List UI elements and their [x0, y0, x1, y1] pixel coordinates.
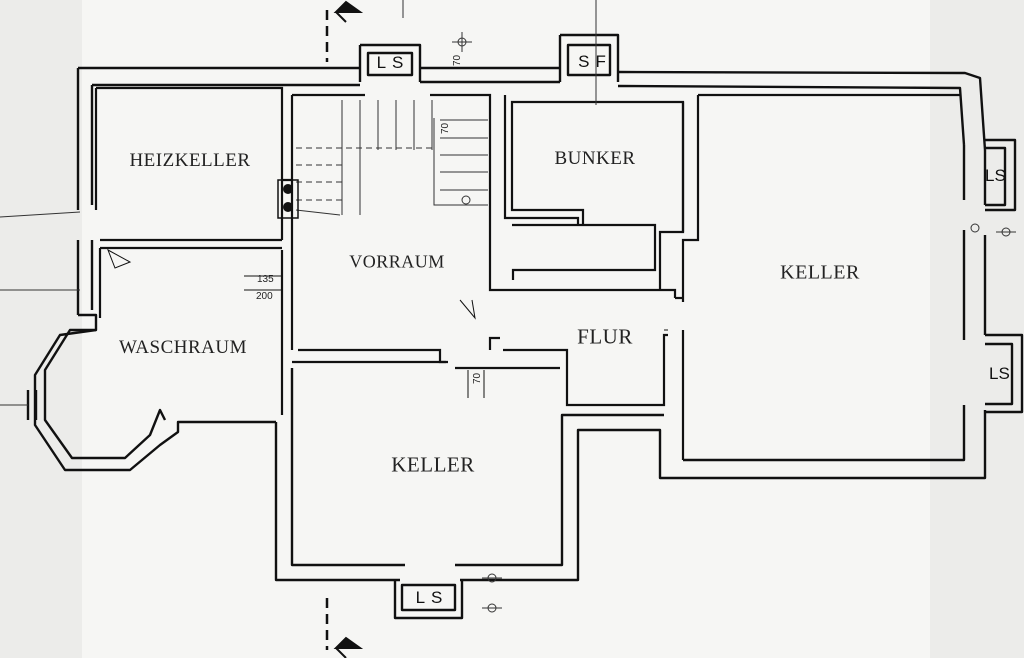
- dimension-top-70: 70: [452, 54, 463, 66]
- outer-walls: [26, 33, 1024, 620]
- paper-shadow-left: [0, 0, 82, 658]
- section-arrow-top: [333, 0, 364, 23]
- staircase: [295, 100, 488, 216]
- paper-shadow-right: [930, 0, 1024, 658]
- chimney: [277, 179, 299, 219]
- room-label-flur: FLUR: [577, 324, 633, 349]
- axis-markers: [0, 0, 1016, 613]
- dimension-stair-70: 70: [440, 122, 451, 134]
- room-label-bunker: BUNKER: [554, 148, 636, 169]
- room-label-heizkeller: HEIZKELLER: [129, 150, 251, 171]
- room-label-keller-right: KELLER: [780, 261, 860, 284]
- room-label-waschraum: WASCHRAUM: [118, 337, 248, 358]
- window-label-top-left: LS: [376, 53, 410, 72]
- dimension-door-70-mid: 70: [472, 372, 483, 384]
- room-label-keller-bottom: KELLER: [391, 452, 475, 477]
- window-label-bottom: LS: [415, 588, 449, 607]
- inner-walls: [94, 86, 960, 460]
- section-arrow-bottom: [333, 636, 364, 658]
- dimension-door-200: 200: [256, 291, 273, 302]
- window-label-top-mid: SF: [578, 52, 612, 71]
- room-label-vorraum: VORRAUM: [349, 251, 445, 272]
- door-marks: [107, 248, 668, 398]
- window-label-right-lower: LS: [989, 364, 1010, 383]
- window-label-right-upper: LS: [985, 166, 1006, 185]
- dimension-door-135: 135: [257, 274, 274, 285]
